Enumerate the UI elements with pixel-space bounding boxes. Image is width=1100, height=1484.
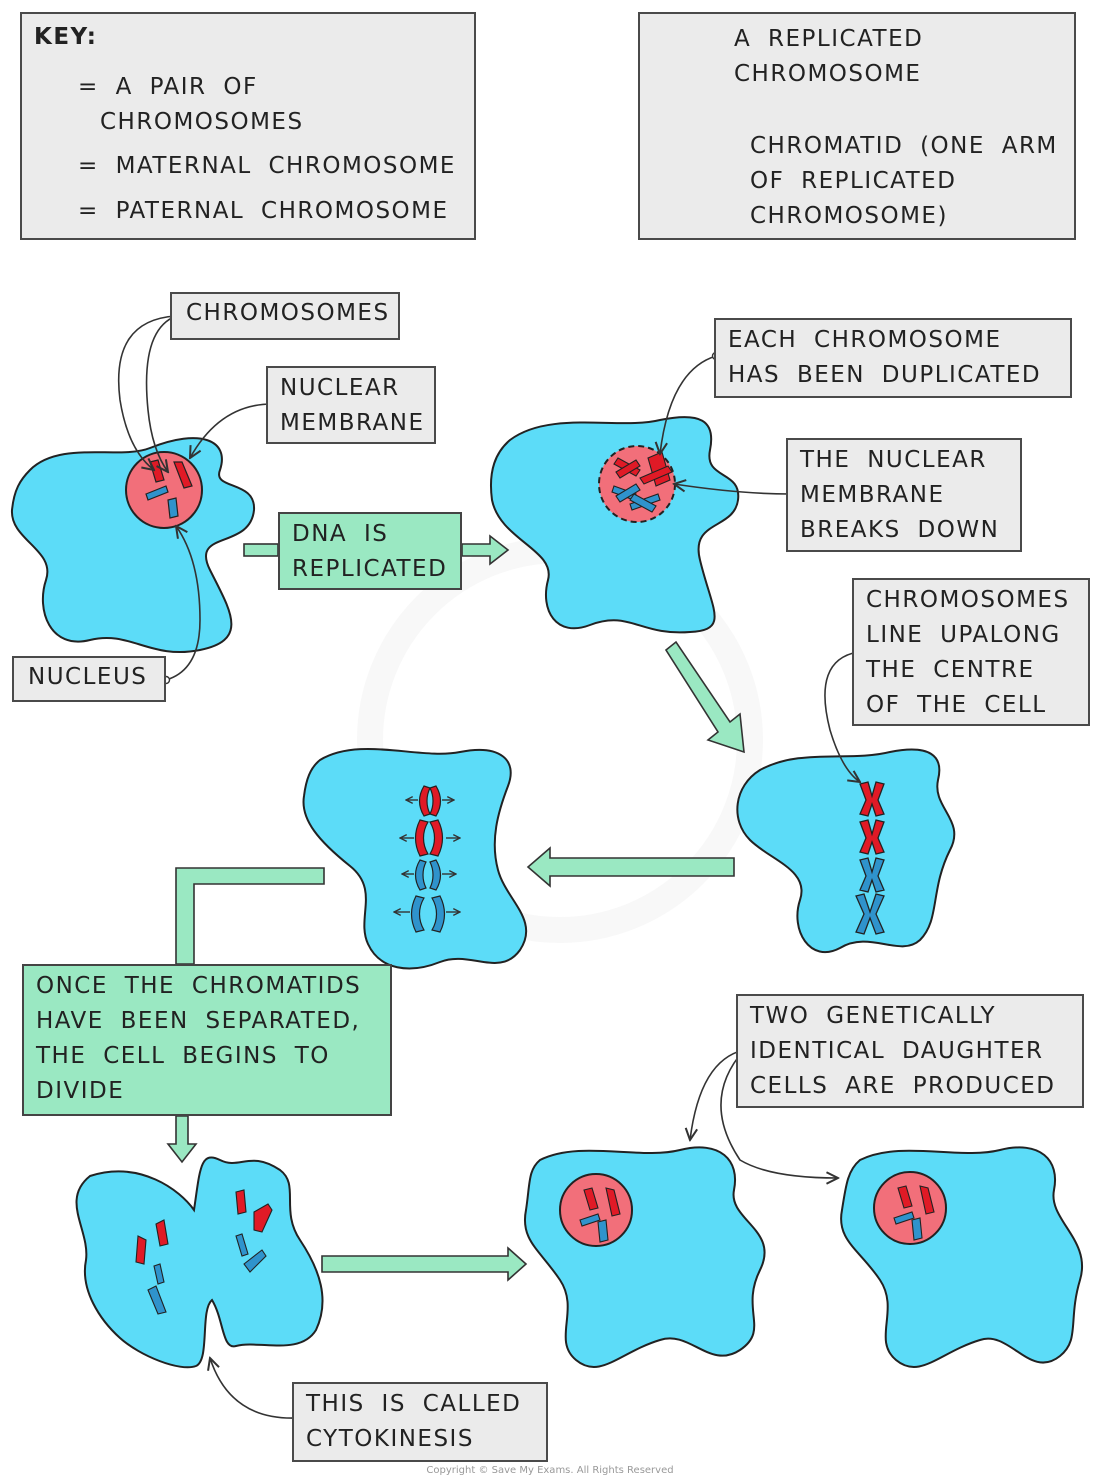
- chromatid-label-1: CHROMATID (ONE ARM: [750, 133, 1058, 159]
- label-cytokinesis: THIS IS CALLED CYTOKINESIS: [292, 1382, 548, 1462]
- arrow-to-cytokinesis: [166, 1115, 198, 1164]
- chromatid-label-3: CHROMOSOME): [750, 203, 948, 229]
- cell-5-dividing: [75, 1156, 324, 1369]
- key-maternal-label: = MATERNAL CHROMOSOME: [78, 153, 456, 179]
- key-box: [20, 12, 476, 240]
- label-chromatids-separated: ONCE THE CHROMATIDS HAVE BEEN SEPARATED,…: [22, 964, 392, 1116]
- nuclear-membrane-leader: [190, 403, 273, 458]
- chromosomes-leader-2: [145, 315, 177, 472]
- label-membrane-breaks: THE NUCLEAR MEMBRANE BREAKS DOWN: [786, 438, 1022, 552]
- cell-2: [490, 416, 740, 634]
- replicated-label-2: CHROMOSOME: [734, 61, 922, 87]
- daughter-cell-2-chromosomes: [893, 1185, 935, 1241]
- nucleus-leader: [165, 526, 201, 681]
- daughter-cell-1: [523, 1146, 766, 1368]
- cell-4-separating-chromatids: [410, 785, 446, 933]
- chromatid-label-2: OF REPLICATED: [750, 168, 957, 194]
- cell-4: [302, 748, 528, 970]
- key-pair-label: = A PAIR OF: [78, 74, 258, 100]
- replicated-label-1: A REPLICATED: [734, 26, 924, 52]
- label-chromosomes: CHROMOSOMES: [170, 292, 400, 340]
- cell-4-spindle-arrows: [394, 800, 460, 912]
- arrow-to-anaphase: [526, 846, 735, 888]
- daughter-cell-2-nucleus: [873, 1171, 947, 1245]
- label-dna-replicated: DNA IS REPLICATED: [278, 512, 462, 590]
- key-title: KEY:: [34, 24, 98, 50]
- key-pair-label-line2: CHROMOSOMES: [100, 109, 304, 135]
- membrane-breaks-leader: [674, 484, 791, 495]
- cell-5-chromatids: [135, 1189, 273, 1315]
- label-two-identical: TWO GENETICALLY IDENTICAL DAUGHTER CELLS…: [736, 994, 1084, 1108]
- daughter-cell-2: [840, 1146, 1083, 1368]
- cell-3-aligned-chromosomes: [855, 781, 885, 935]
- daughter-cell-1-nucleus: [559, 1173, 633, 1247]
- line-up-leader: [824, 651, 860, 782]
- cytokinesis-leader: [210, 1358, 297, 1419]
- duplicated-leader: [660, 355, 717, 454]
- arrow-dna-replicated: [243, 534, 510, 566]
- chromosomes-leader-1: [117, 315, 177, 470]
- label-nuclear-membrane: NUCLEAR MEMBRANE: [266, 366, 436, 444]
- cell-3: [736, 748, 956, 954]
- two-identical-leader-1: [690, 1049, 745, 1140]
- arrow-elbow-to-box: [175, 867, 325, 965]
- label-line-up: CHROMOSOMES LINE UPALONG THE CENTRE OF T…: [852, 578, 1090, 726]
- copyright-footer: Copyright © Save My Exams. All Rights Re…: [426, 1465, 674, 1476]
- replicated-key-box: [638, 12, 1076, 240]
- arrow-to-daughter-cells: [321, 1246, 528, 1282]
- arrow-to-metaphase: [664, 640, 745, 754]
- label-each-duplicated: EACH CHROMOSOME HAS BEEN DUPLICATED: [714, 318, 1072, 398]
- label-nucleus: NUCLEUS: [12, 656, 166, 702]
- cell-2-duplicated-chromosomes: [611, 451, 673, 513]
- two-identical-leader-2: [720, 1049, 838, 1178]
- key-paternal-label: = PATERNAL CHROMOSOME: [78, 198, 449, 224]
- daughter-cell-1-chromosomes: [579, 1187, 621, 1243]
